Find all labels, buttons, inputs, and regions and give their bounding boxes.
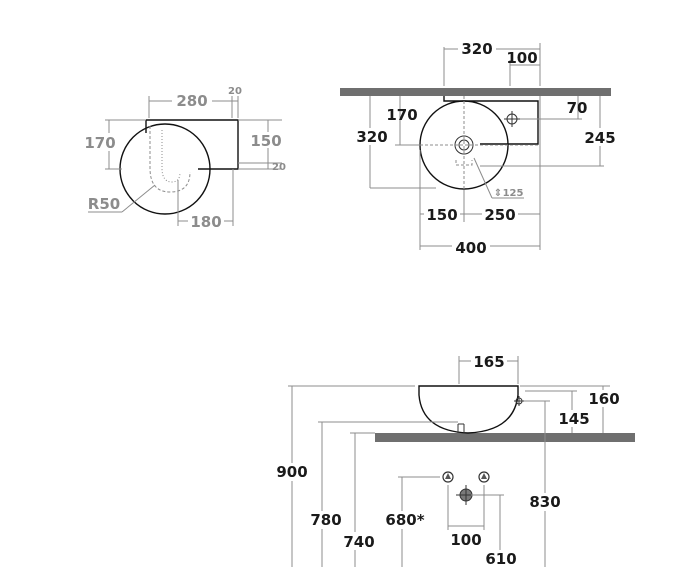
dim-large-170: 170 [386, 106, 417, 124]
dim-small-20-side: 20 [272, 162, 286, 173]
dim-large-125: 125 [503, 188, 524, 199]
side-view: 165 160 145 900 830 780 740 680* [274, 353, 635, 567]
dim-small-r50: R50 [88, 195, 120, 213]
dim-large-125-arrow: ⇕ [494, 188, 502, 199]
dim-side-830: 830 [529, 493, 560, 511]
dim-side-610: 610 [485, 550, 516, 567]
countertop-side-view [375, 433, 635, 442]
small-view-basin-circle [119, 123, 211, 215]
dim-large-245: 245 [584, 129, 615, 147]
dim-large-320-left: 320 [356, 128, 387, 146]
small-view-back-rect [146, 119, 239, 170]
dim-side-680: 680* [385, 511, 424, 529]
small-top-view: 280 20 170 150 20 R50 180 [83, 86, 286, 231]
side-view-basin-bowl [418, 385, 519, 434]
dim-side-900: 900 [276, 463, 307, 481]
dim-large-70: 70 [567, 99, 588, 117]
dim-small-170: 170 [84, 134, 115, 152]
dim-side-160: 160 [588, 390, 619, 408]
dim-side-780: 780 [310, 511, 341, 529]
dim-side-100: 100 [450, 531, 481, 549]
dim-small-20-top: 20 [228, 86, 242, 97]
dim-large-250: 250 [484, 206, 515, 224]
dim-small-150: 150 [250, 132, 281, 150]
large-view-back-rect [443, 96, 539, 145]
dim-large-400: 400 [455, 239, 486, 257]
dim-large-150: 150 [426, 206, 457, 224]
dim-large-320-top: 320 [461, 40, 492, 58]
dim-side-165: 165 [473, 353, 504, 371]
drain-inner [458, 139, 470, 151]
large-top-view: 320 100 170 70 320 245 ⇕ 125 150 [340, 40, 618, 257]
dim-small-280: 280 [176, 92, 207, 110]
dim-side-740: 740 [343, 533, 374, 551]
countertop-top-view [340, 88, 611, 96]
large-view-basin-circle [419, 100, 509, 190]
dim-side-145: 145 [558, 410, 589, 428]
dim-small-180: 180 [190, 213, 221, 231]
dim-large-100: 100 [506, 49, 537, 67]
small-view-drain-path [149, 126, 191, 193]
